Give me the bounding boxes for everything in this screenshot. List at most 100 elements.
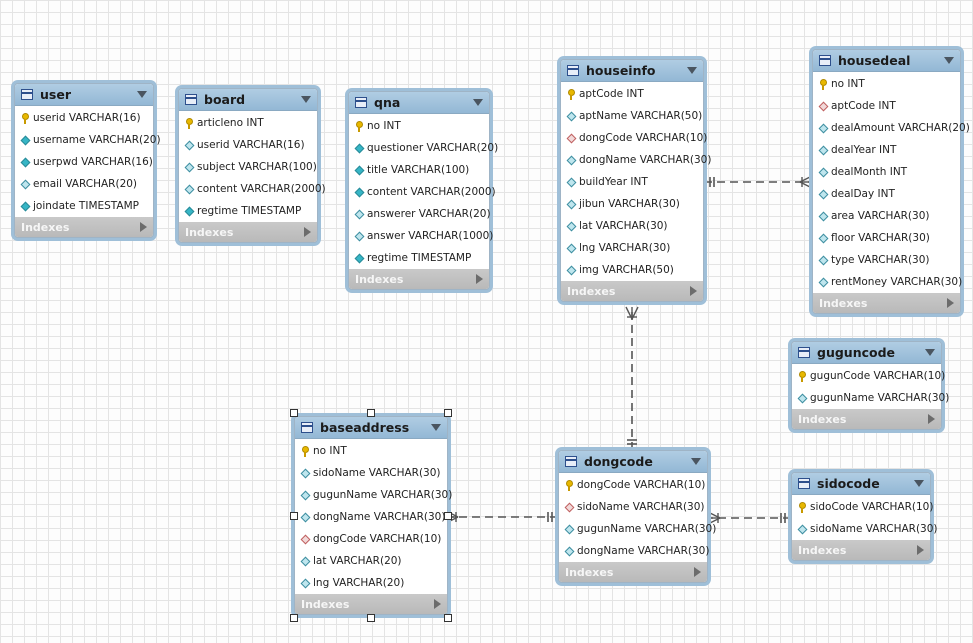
entity-header[interactable]: sidocode: [792, 473, 930, 495]
column-row[interactable]: content VARCHAR(2000): [179, 178, 326, 200]
column-row[interactable]: articleno INT: [179, 112, 317, 134]
column-row[interactable]: lng VARCHAR(20): [295, 572, 447, 594]
column-row[interactable]: jibun VARCHAR(30): [561, 193, 703, 215]
column-row[interactable]: gugunName VARCHAR(30): [295, 484, 452, 506]
selection-handle[interactable]: [444, 409, 452, 417]
entity-header[interactable]: dongcode: [559, 451, 707, 473]
selection-handle[interactable]: [367, 614, 375, 622]
column-row[interactable]: aptCode INT: [561, 83, 703, 105]
column-row[interactable]: username VARCHAR(20): [15, 129, 161, 151]
selection-handle[interactable]: [367, 409, 375, 417]
column-row[interactable]: answerer VARCHAR(20): [349, 203, 491, 225]
expand-arrow-icon[interactable]: [928, 414, 935, 424]
collapse-arrow-icon[interactable]: [301, 96, 311, 103]
expand-arrow-icon[interactable]: [434, 599, 441, 609]
indexes-section[interactable]: Indexes: [179, 222, 317, 242]
expand-arrow-icon[interactable]: [917, 545, 924, 555]
expand-arrow-icon[interactable]: [694, 567, 701, 577]
indexes-section[interactable]: Indexes: [813, 293, 960, 313]
collapse-arrow-icon[interactable]: [914, 480, 924, 487]
entity-header[interactable]: baseaddress: [295, 417, 447, 439]
column-row[interactable]: floor VARCHAR(30): [813, 227, 960, 249]
expand-arrow-icon[interactable]: [690, 286, 697, 296]
relationship-dongcode-baseaddress[interactable]: [445, 510, 558, 524]
collapse-arrow-icon[interactable]: [944, 57, 954, 64]
column-row[interactable]: lat VARCHAR(30): [561, 215, 703, 237]
column-row[interactable]: dongCode VARCHAR(10): [559, 474, 707, 496]
column-row[interactable]: dealYear INT: [813, 139, 960, 161]
entity-header[interactable]: qna: [349, 92, 489, 114]
selection-handle[interactable]: [444, 614, 452, 622]
expand-arrow-icon[interactable]: [304, 227, 311, 237]
expand-arrow-icon[interactable]: [947, 298, 954, 308]
column-row[interactable]: dongName VARCHAR(30): [561, 149, 711, 171]
collapse-arrow-icon[interactable]: [473, 99, 483, 106]
indexes-section[interactable]: Indexes: [792, 409, 941, 429]
column-row[interactable]: area VARCHAR(30): [813, 205, 960, 227]
column-row[interactable]: rentMoney VARCHAR(30): [813, 271, 962, 293]
column-row[interactable]: buildYear INT: [561, 171, 703, 193]
column-row[interactable]: sidoName VARCHAR(30): [559, 496, 707, 518]
relationship-sidocode-dongcode[interactable]: [707, 511, 791, 525]
selection-handle[interactable]: [290, 409, 298, 417]
column-row[interactable]: aptName VARCHAR(50): [561, 105, 703, 127]
indexes-section[interactable]: Indexes: [349, 269, 489, 289]
column-row[interactable]: aptCode INT: [813, 95, 960, 117]
entity-header[interactable]: guguncode: [792, 342, 941, 364]
column-row[interactable]: userid VARCHAR(16): [15, 107, 153, 129]
column-row[interactable]: gugunCode VARCHAR(10): [792, 365, 945, 387]
column-row[interactable]: dealAmount VARCHAR(20): [813, 117, 970, 139]
column-row[interactable]: userpwd VARCHAR(16): [15, 151, 153, 173]
column-row[interactable]: dongName VARCHAR(30): [559, 540, 709, 562]
column-row[interactable]: sidoName VARCHAR(30): [792, 518, 938, 540]
column-row[interactable]: title VARCHAR(100): [349, 159, 489, 181]
indexes-section[interactable]: Indexes: [559, 562, 707, 582]
column-row[interactable]: dongName VARCHAR(30): [295, 506, 447, 528]
column-row[interactable]: type VARCHAR(30): [813, 249, 960, 271]
column-row[interactable]: content VARCHAR(2000): [349, 181, 496, 203]
expand-arrow-icon[interactable]: [140, 222, 147, 232]
collapse-arrow-icon[interactable]: [137, 91, 147, 98]
column-row[interactable]: lat VARCHAR(20): [295, 550, 447, 572]
column-row[interactable]: subject VARCHAR(100): [179, 156, 317, 178]
entity-header[interactable]: user: [15, 84, 153, 106]
column-row[interactable]: no INT: [813, 73, 960, 95]
column-row[interactable]: sidoCode VARCHAR(10): [792, 496, 933, 518]
column-row[interactable]: answer VARCHAR(1000): [349, 225, 493, 247]
indexes-section[interactable]: Indexes: [15, 217, 153, 237]
indexes-section[interactable]: Indexes: [792, 540, 930, 560]
entity-header[interactable]: board: [179, 89, 317, 111]
collapse-arrow-icon[interactable]: [687, 67, 697, 74]
column-row[interactable]: no INT: [349, 115, 489, 137]
collapse-arrow-icon[interactable]: [431, 424, 441, 431]
column-row[interactable]: email VARCHAR(20): [15, 173, 153, 195]
column-row[interactable]: joindate TIMESTAMP: [15, 195, 153, 217]
column-row[interactable]: regtime TIMESTAMP: [179, 200, 317, 222]
column-row[interactable]: dealMonth INT: [813, 161, 960, 183]
indexes-section[interactable]: Indexes: [295, 594, 447, 614]
selection-handle[interactable]: [444, 511, 452, 520]
column-row[interactable]: lng VARCHAR(30): [561, 237, 703, 259]
column-row[interactable]: regtime TIMESTAMP: [349, 247, 489, 269]
selection-handle[interactable]: [290, 511, 298, 520]
column-row[interactable]: dongCode VARCHAR(10): [561, 127, 707, 149]
selection-handle[interactable]: [290, 614, 298, 622]
column-row[interactable]: gugunName VARCHAR(30): [559, 518, 716, 540]
expand-arrow-icon[interactable]: [476, 274, 483, 284]
column-row[interactable]: userid VARCHAR(16): [179, 134, 317, 156]
relationship-houseinfo-housedeal[interactable]: [704, 175, 813, 189]
entity-header[interactable]: houseinfo: [561, 60, 703, 82]
column-row[interactable]: dongCode VARCHAR(10): [295, 528, 447, 550]
indexes-section[interactable]: Indexes: [561, 281, 703, 301]
column-row[interactable]: img VARCHAR(50): [561, 259, 703, 281]
collapse-arrow-icon[interactable]: [925, 349, 935, 356]
